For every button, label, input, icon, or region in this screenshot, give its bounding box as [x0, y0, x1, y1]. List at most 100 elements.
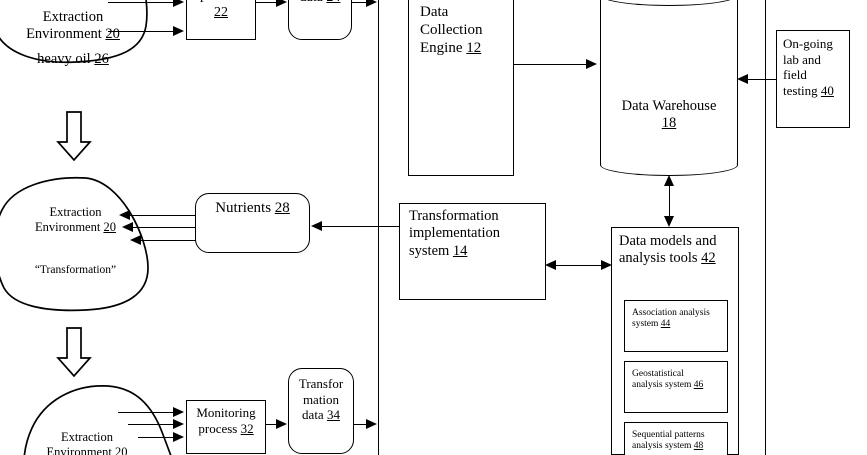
dmp-line2: analysis tools	[619, 250, 698, 267]
association-analysis-system-box[interactable]	[624, 300, 728, 352]
arrow-line-ee1-to-process-a	[108, 2, 174, 3]
tdata-ref: 34	[326, 407, 340, 423]
arrow-head-warehouse-to-datamodels	[663, 216, 674, 227]
extraction-environment-2-label: Extraction Environment 20	[8, 205, 143, 235]
nutrients-box[interactable]	[195, 193, 310, 253]
arrow-head-data-to-divider	[366, 0, 377, 7]
data-box[interactable]	[288, 0, 352, 40]
arrow-head-ee3-to-monitoring-b	[173, 418, 184, 429]
process-ref: 22	[214, 4, 228, 20]
ee1-sub: heavy oil	[37, 51, 91, 67]
nutrients-label: Nutrients	[215, 200, 272, 216]
arrow-line-tis-to-datamodels	[552, 265, 604, 266]
stage2-to-stage3-block-arrow	[56, 327, 92, 378]
tis-line1: Transformation	[409, 208, 499, 224]
arrow-line-ee3-to-monitoring-b	[128, 424, 174, 425]
transformation-implementation-system-box[interactable]	[399, 203, 546, 300]
arrow-head-ee1-to-process-a	[173, 0, 184, 7]
arrow-head-ee3-to-monitoring-c	[173, 431, 184, 442]
arrow-line-tdata-to-divider	[354, 424, 367, 425]
warehouse-label: Data Warehouse	[621, 98, 717, 114]
dmp-line1: Data models and	[619, 233, 717, 249]
data-models-panel-label: Data models and analysis tools 42	[611, 233, 739, 268]
association-analysis-system-label: Association analysis system 44	[624, 308, 728, 331]
monitoring-line1: Monitoring	[196, 405, 256, 420]
dce-line1: Data	[420, 4, 449, 20]
arrow-head-tdata-to-divider	[366, 418, 377, 429]
data-collection-engine-label: Data Collection Engine 12	[408, 3, 514, 57]
ot-line3: field	[783, 67, 807, 83]
ongoing-testing-box[interactable]	[776, 30, 850, 128]
geostatistical-analysis-system-box[interactable]	[624, 361, 728, 413]
ee3-line2: Environment	[46, 444, 112, 455]
dce-ref: 12	[466, 40, 482, 56]
arrow-head-tis-to-nutrients	[311, 220, 322, 231]
transformation-data-box-label: Transfor mation data 34	[288, 376, 354, 423]
spas-line2: analysis system	[632, 441, 692, 452]
spas-ref: 48	[693, 441, 704, 452]
arrow-line-warehouse-to-datamodels	[669, 182, 670, 224]
spas-line1: Sequential patterns	[632, 430, 705, 440]
arrow-line-data-to-divider	[352, 2, 367, 3]
transformation-implementation-system-label: Transformation implementation system 14	[399, 208, 546, 260]
tdata-line2: mation	[302, 391, 340, 407]
data-label: data	[300, 0, 323, 5]
stage1-to-stage2-block-arrow	[56, 111, 92, 162]
gas-line1: Geostatistical	[632, 369, 684, 379]
ee2-sub: “Transformation”	[34, 264, 117, 276]
nutrients-box-label: Nutrients 28	[195, 199, 310, 217]
arrow-line-tis-to-nutrients	[322, 226, 400, 227]
arrow-head-nutrients-to-ee2-b	[122, 221, 133, 232]
arrow-line-monitoring-to-tdata	[266, 424, 277, 425]
extraction-environment-1-label: Extraction Environment 20	[8, 9, 138, 43]
transformation-data-box[interactable]	[288, 368, 354, 454]
data-collection-engine-box[interactable]	[408, 0, 514, 176]
arrow-line-nutrients-to-ee2-c	[141, 240, 196, 241]
tis-ref: 14	[452, 242, 468, 259]
extraction-environment-blob-3	[10, 380, 210, 455]
nutrients-ref: 28	[274, 200, 290, 216]
arrow-head-ee1-to-process-b	[173, 25, 184, 36]
dce-line2: Collection	[420, 22, 483, 38]
arrow-head-ongoing-to-warehouse	[737, 73, 748, 84]
tis-line3: system	[409, 242, 450, 259]
sequential-patterns-analysis-system-box[interactable]	[624, 422, 728, 455]
aas-line1: Association analysis	[632, 308, 710, 318]
process-label: process	[200, 0, 242, 3]
ee2-line2: Environment	[35, 219, 101, 234]
arrow-head-nutrients-to-ee2-a	[119, 209, 130, 220]
aas-ref: 44	[660, 319, 671, 330]
gas-ref: 46	[693, 380, 704, 391]
arrow-head-tis-to-datamodels	[601, 259, 612, 270]
ot-ref: 40	[820, 82, 834, 98]
tdata-line1: Transfor	[298, 376, 344, 391]
data-warehouse-cylinder[interactable]	[600, 0, 738, 176]
extraction-environment-3-label: Extraction Environment 20	[22, 430, 152, 455]
geostatistical-analysis-system-label: Geostatistical analysis system 46	[624, 369, 728, 392]
arrow-line-ongoing-to-warehouse	[748, 79, 776, 80]
arrow-head-nutrients-to-ee2-c	[130, 234, 141, 245]
process-box[interactable]	[186, 0, 256, 40]
divider-line-left	[378, 0, 379, 455]
extraction-environment-blob-2	[0, 176, 175, 312]
cylinder-body	[600, 0, 738, 165]
arrow-head-dce-to-warehouse	[586, 58, 597, 69]
gas-line2: analysis system	[632, 380, 692, 391]
data-warehouse-label: Data Warehouse 18	[600, 98, 738, 132]
extraction-environment-2-sublabel: “Transformation”	[8, 264, 143, 278]
warehouse-ref: 18	[661, 115, 677, 132]
monitoring-process-box[interactable]	[186, 400, 266, 454]
dce-line3: Engine	[420, 40, 463, 56]
arrow-line-ee3-to-monitoring-a	[118, 412, 174, 413]
ot-line4: testing	[783, 82, 818, 98]
monitoring-ref: 32	[240, 420, 254, 436]
ee2-line1: Extraction	[49, 205, 102, 219]
arrow-head-monitoring-to-tdata	[276, 418, 287, 429]
ee2-ref: 20	[103, 219, 116, 234]
monitoring-line2: process	[198, 420, 238, 436]
arrow-line-dce-to-warehouse	[514, 64, 587, 65]
arrow-head-datamodels-to-tis	[545, 259, 556, 270]
monitoring-process-box-label: Monitoring process 32	[186, 405, 266, 436]
ee1-sub-ref: 26	[94, 51, 109, 67]
